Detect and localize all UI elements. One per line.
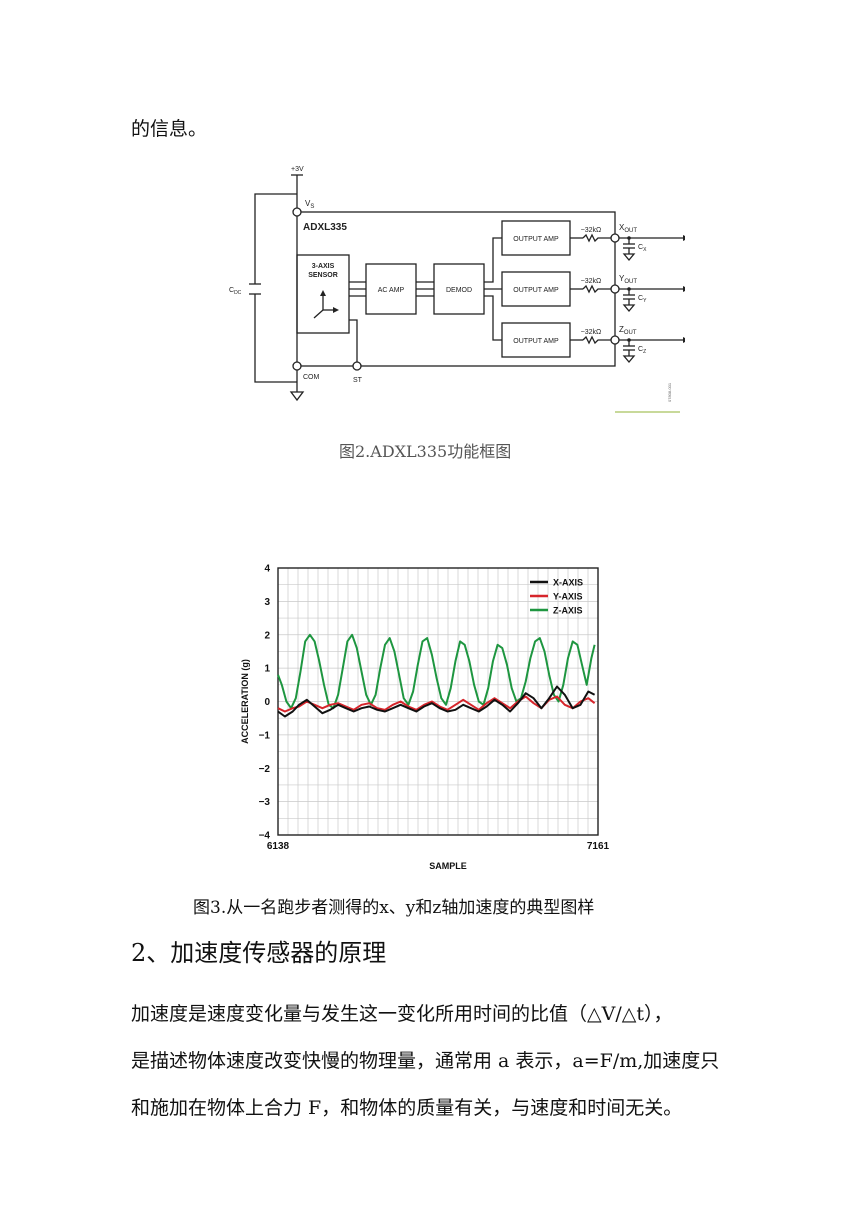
sensor-label-2: SENSOR [308, 272, 338, 279]
svg-text:YOUT: YOUT [619, 274, 637, 285]
legend-label: Y-AXIS [553, 592, 583, 602]
svg-text:CZ: CZ [638, 346, 646, 355]
output-amp-z: OUTPUT AMP [513, 338, 559, 345]
body-line-2: 是描述物体速度改变快慢的物理量，通常用 a 表示，a=F/m,加速度只 [131, 1050, 720, 1072]
pin-x: X [619, 223, 625, 232]
y-tick-label: 2 [264, 630, 270, 641]
series-line-y-axis [277, 695, 596, 713]
body-line-1: 加速度是速度变化量与发生这一变化所用时间的比值（△V/△t）， [131, 1003, 673, 1025]
output-amp-x: OUTPUT AMP [513, 236, 559, 243]
body-line-3: 和施加在物体上合力 F，和物体的质量有关，与速度和时间无关。 [131, 1097, 683, 1119]
adxl335-block-diagram: +3V VS ADXL335 3-AXIS SENSOR AC AMP DEMO… [229, 166, 685, 413]
ac-amp-label: AC AMP [378, 287, 405, 294]
st-label: ST [353, 377, 363, 384]
com-label: COM [303, 374, 320, 381]
figure-2-caption: 图2.ADXL335功能框图 [339, 442, 512, 461]
series-line-z-axis [277, 633, 596, 710]
x-tick-label: 6138 [267, 841, 290, 852]
intro-text: 的信息。 [131, 118, 208, 140]
demod-label: DEMOD [446, 287, 472, 294]
cap-z: C [638, 346, 643, 353]
y-tick-label: 0 [264, 697, 270, 708]
cap-y: C [638, 295, 643, 302]
acceleration-chart: 4 3 2 1 0 −1 −2 −3 −4 6138 7161 X-AXIS Y-AXIS Z-AXI… [240, 564, 610, 872]
svg-text:VS: VS [305, 199, 314, 210]
y-tick-label: 3 [264, 597, 270, 608]
resistor-z: ~32kΩ [581, 329, 602, 336]
x-tick-label: 7161 [587, 841, 610, 852]
svg-text:CX: CX [638, 244, 647, 253]
pin-y: Y [619, 274, 625, 283]
legend-label: X-AXIS [553, 578, 583, 588]
resistor-y: ~32kΩ [581, 278, 602, 285]
resistor-x: ~32kΩ [581, 227, 602, 234]
y-tick-label: −1 [259, 730, 271, 741]
y-tick-label: −3 [259, 797, 271, 808]
y-tick-label: −2 [259, 764, 271, 775]
svg-text:XOUT: XOUT [619, 223, 637, 234]
legend-label: Z-AXIS [553, 606, 583, 616]
output-amp-y: OUTPUT AMP [513, 287, 559, 294]
vs-label: V [305, 199, 311, 208]
y-tick-label: −4 [259, 831, 271, 842]
series-line-x-axis [277, 685, 596, 718]
supply-label: +3V [291, 166, 304, 173]
section-heading: 2、加速度传感器的原理 [131, 939, 387, 967]
svg-text:CY: CY [638, 295, 647, 304]
y-tick-label: 4 [264, 564, 270, 575]
pin-z: Z [619, 325, 624, 334]
x-axis-label: SAMPLE [429, 861, 467, 871]
y-tick-label: 1 [264, 664, 270, 675]
chip-name: ADXL335 [303, 222, 347, 233]
svg-text:ZOUT: ZOUT [619, 325, 637, 336]
sensor-label-1: 3-AXIS [312, 263, 335, 270]
svg-text:CDC: CDC [229, 287, 242, 296]
cdc-label: C [229, 287, 234, 294]
figure-3-caption: 图3.从一名跑步者测得的x、y和z轴加速度的典型图样 [193, 898, 595, 918]
y-axis-label: ACCELERATION (g) [240, 659, 250, 744]
figure-code: 07808-001 [667, 382, 672, 402]
cap-x: C [638, 244, 643, 251]
